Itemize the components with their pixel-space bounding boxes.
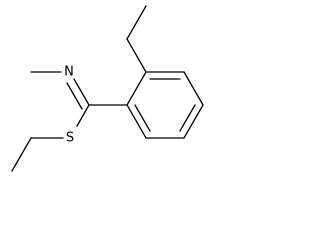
- ring-bond-3: [183, 104, 204, 139]
- ring-ethyl-group: [126, 5, 147, 73]
- imine-bond-inner: [66, 82, 83, 110]
- ch2-to-ch3-bond: [126, 5, 147, 40]
- chemical-structure: N S: [11, 5, 204, 172]
- imine-bond-outer: [73, 78, 90, 106]
- nitrogen-label: N: [64, 65, 74, 80]
- sulfur-atom: S: [66, 131, 74, 146]
- ring-bond-5: [126, 104, 147, 139]
- ch2-to-ch3-s-bond: [11, 137, 32, 172]
- ring-bond-6: [126, 71, 147, 106]
- ring-to-ch2-bond: [126, 38, 147, 73]
- ring-bond-2: [183, 71, 204, 106]
- benzene-ring: [126, 71, 204, 139]
- imine-double-bond: [66, 78, 90, 110]
- ring-double-bond-inner-left: [134, 104, 151, 132]
- sulfur-label: S: [66, 131, 74, 146]
- nitrogen-atom: N: [64, 65, 74, 80]
- ring-double-bond-inner-right: [179, 104, 196, 132]
- carbon-sulfur-bond: [76, 104, 90, 127]
- s-ethyl-group: [11, 137, 64, 172]
